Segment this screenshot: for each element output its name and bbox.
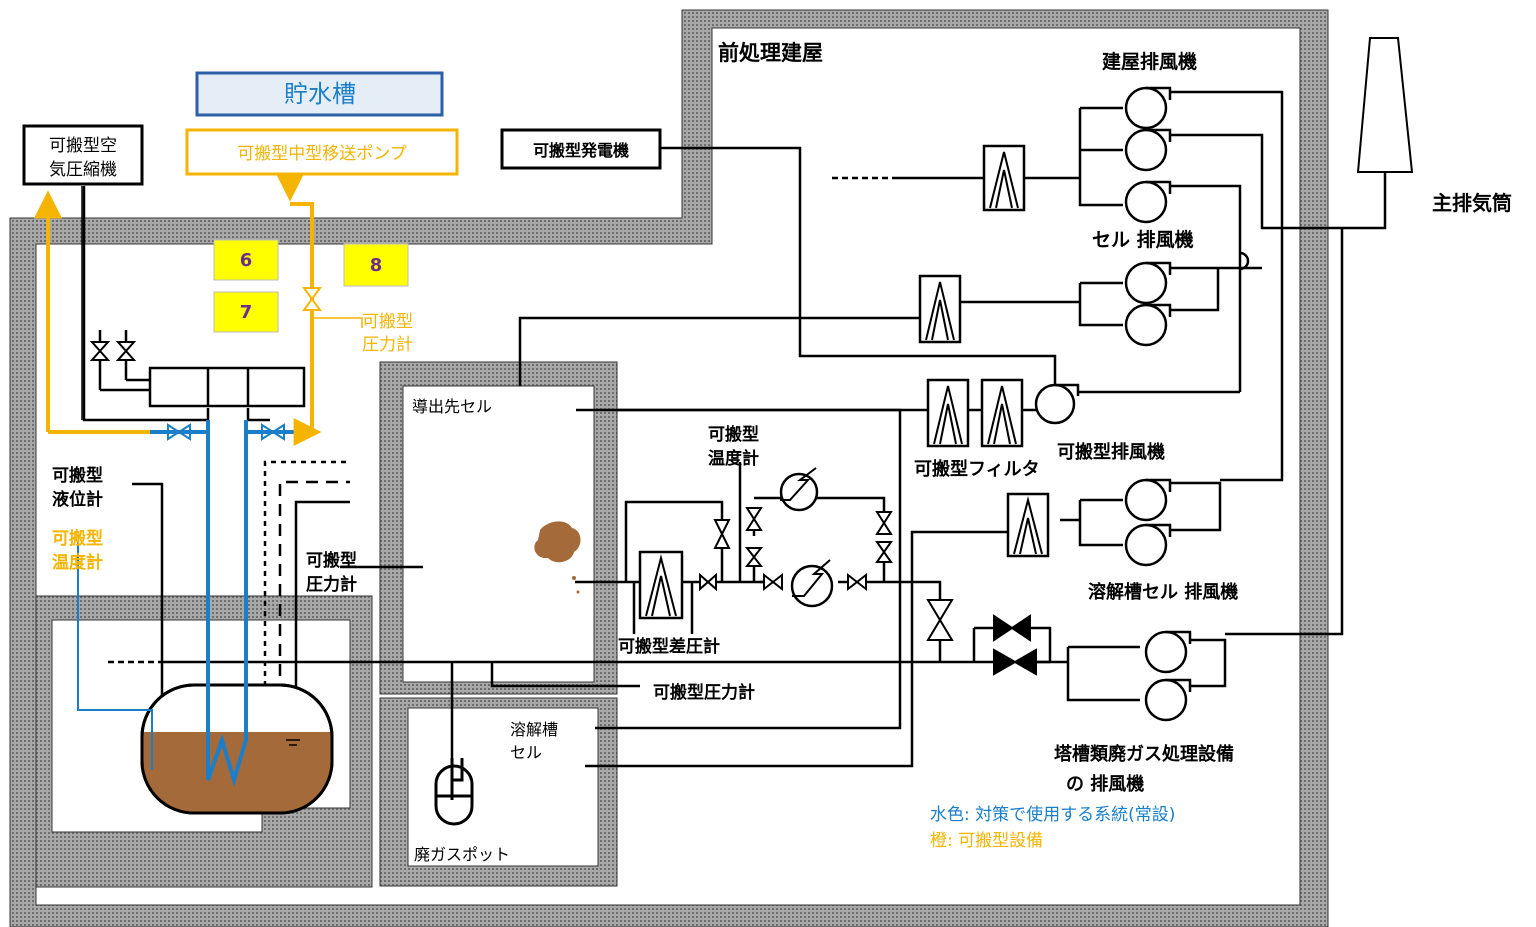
portable-lines	[34, 173, 322, 446]
portable-exhaust-fan-label: 可搬型排風機	[1057, 441, 1165, 463]
filter-cell	[918, 274, 962, 344]
heat-exchanger-2	[790, 559, 834, 608]
dissolver-cell-exhaust-fan-2	[1124, 523, 1172, 567]
tank-offgas-fan-label-2: の 排風機	[1066, 773, 1144, 795]
air-compressor-label-2: 気圧縮機	[49, 160, 117, 180]
orange-thermometer-label-2: 温度計	[52, 552, 103, 573]
dissolver-cell-label-1: 溶解槽	[510, 720, 558, 739]
dissolver-cell-exhaust-fan-label: 溶解槽セル 排風機	[1088, 581, 1238, 603]
marker-6: 6	[240, 250, 253, 271]
tank-offgas-fan-2	[1144, 678, 1192, 722]
pretreatment-building-label: 前処理建屋	[718, 41, 823, 65]
filter-offgas	[638, 550, 684, 620]
dissolver-cell-exhaust-fan-1	[1124, 478, 1172, 522]
orange-pressure-gauge-label-2: 圧力計	[362, 335, 413, 355]
thermometer-label-2: 温度計	[708, 448, 759, 469]
dissolver-cell-wall	[379, 697, 618, 887]
air-compressor-box	[22, 124, 144, 186]
portable-filter-label: 可搬型フィルタ	[914, 458, 1040, 480]
cell-exhaust-fan-1	[1124, 261, 1172, 305]
level-gauge-label-1: 可搬型	[52, 465, 103, 486]
tank-offgas-fan-1	[1144, 630, 1192, 674]
marker-8-box	[343, 243, 409, 287]
manifold-valves	[89, 341, 137, 361]
portable-valve	[302, 287, 322, 311]
orange-pressure-gauge-label-1: 可搬型	[362, 312, 413, 332]
destination-cell-wall	[379, 361, 618, 695]
dissolver-tank	[140, 683, 334, 815]
portable-filter-1	[926, 378, 970, 448]
portable-pump-box	[185, 128, 459, 176]
cell-exhaust-fan-label: セル 排風機	[1092, 228, 1194, 251]
building-exhaust-fan-3	[1124, 180, 1172, 224]
portable-thermometer-lead	[77, 540, 153, 770]
orange-thermometer-label-1: 可搬型	[52, 528, 103, 549]
contamination-stain	[534, 521, 581, 563]
level-gauge-label-2: 液位計	[52, 489, 103, 510]
destination-cell-label: 導出先セル	[412, 397, 492, 416]
waste-gas-pot	[434, 758, 474, 826]
main-stack-label: 主排気筒	[1432, 191, 1512, 215]
marker-7: 7	[240, 302, 253, 323]
legend-orange: 橙: 可搬型設備	[930, 831, 1043, 851]
heat-exchanger-1	[779, 467, 819, 512]
cell-exhaust-fan-2	[1124, 303, 1172, 347]
air-compressor-label-1: 可搬型空	[49, 136, 117, 156]
legend-blue: 水色: 対策で使用する系統(常設)	[930, 804, 1175, 825]
generator-label: 可搬型発電機	[533, 141, 629, 160]
marker-6-box	[213, 239, 279, 281]
offgas-valves	[699, 507, 954, 641]
pressure-gauge-label-1: 可搬型	[306, 550, 357, 571]
blue-valves	[167, 423, 285, 441]
marker-7-box	[213, 291, 279, 333]
isolation-valves	[993, 614, 1037, 676]
filter-dissolver-cell	[1006, 492, 1050, 558]
marker-8: 8	[370, 255, 383, 276]
building-exhaust-fan-2	[1124, 128, 1172, 172]
building-exhaust-fan-label: 建屋排風機	[1102, 50, 1197, 73]
building-wall	[9, 9, 1329, 927]
portable-filter-2	[980, 378, 1024, 448]
fan-network	[1060, 90, 1302, 702]
dissolver-cell-label-2: セル	[510, 743, 542, 762]
thermometer-label-1: 可搬型	[708, 424, 759, 445]
filter-building	[982, 144, 1026, 212]
exhaust-piping	[82, 146, 1068, 768]
portable-exhaust-fan	[1034, 383, 1080, 425]
main-stack	[1356, 37, 1414, 173]
tank-offgas-fan-label-1: 塔槽類廃ガス処理設備	[1054, 743, 1234, 765]
diff-pressure-gauge-label: 可搬型差圧計	[618, 636, 720, 657]
bottom-pressure-gauge-label: 可搬型圧力計	[653, 682, 755, 703]
generator-box	[500, 128, 662, 170]
water-tank-box	[195, 71, 444, 117]
portable-pump-label: 可搬型中型移送ポンプ	[237, 144, 407, 164]
water-tank-label: 貯水槽	[284, 80, 356, 108]
building-exhaust-fan-1	[1124, 86, 1172, 130]
waste-gas-pot-label: 廃ガスポット	[414, 845, 510, 864]
pressure-gauge-label-2: 圧力計	[306, 574, 357, 595]
